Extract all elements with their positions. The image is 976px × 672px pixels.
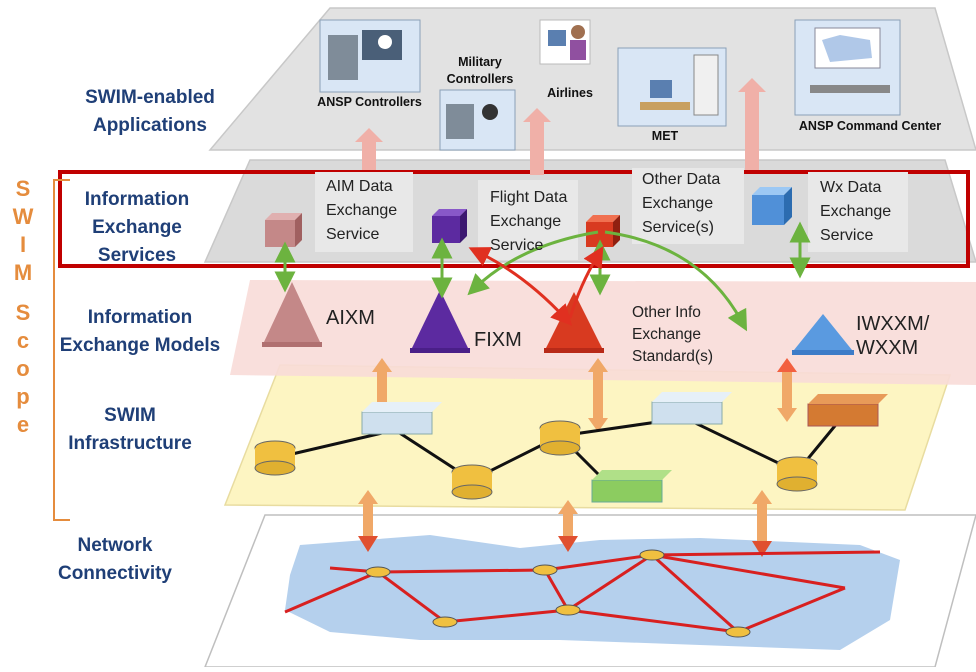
wx-service-label: Wx Data Exchange Service (820, 179, 892, 244)
aixm-triangle-icon (262, 282, 322, 347)
other-standard-label: Other Info Exchange Standard(s) (632, 304, 713, 365)
wx-service-panel (808, 172, 908, 252)
other-standard-triangle-icon (544, 292, 604, 353)
infrastructure-plane (223, 364, 952, 511)
fixm-label: FIXM (474, 329, 522, 351)
aim-service-panel (315, 172, 413, 252)
app-arrow-3 (745, 90, 759, 170)
military-controllers-label: Military Controllers (446, 55, 514, 86)
network-nodes (365, 549, 751, 638)
infrastructure-layer-label: SWIM Infrastructure (68, 405, 192, 454)
app-arrow-1-head (355, 128, 383, 142)
infra-nodes (254, 392, 888, 503)
network-layer-label: Network Connectivity (57, 535, 173, 584)
other-service-label: Other Data Exchange Service(s) (642, 171, 721, 236)
met-icon (617, 47, 727, 127)
flight-cube-icon (432, 209, 467, 243)
aim-cube-icon (265, 213, 302, 247)
wx-cube-icon (752, 187, 792, 225)
swim-scope-label: S W I M S c o p e (12, 176, 34, 437)
models-plane (230, 280, 976, 385)
app-arrow-1 (362, 140, 376, 170)
command-center-label: ANSP Command Center (798, 119, 942, 133)
models-layer-label: Information Exchange Models (59, 307, 221, 356)
network-arrows (358, 490, 772, 557)
services-layer-label: Information Exchange Services (84, 189, 190, 266)
flight-to-std-arrow (468, 247, 573, 326)
other-service-panel (632, 168, 744, 244)
other-cube-icon (586, 215, 620, 247)
applications-layer-label: SWIM-enabled Applications (85, 87, 215, 136)
flight-service-label: Flight Data Exchange Service (490, 189, 568, 254)
flight-service-panel (478, 180, 578, 260)
app-arrow-2 (530, 120, 544, 175)
command-center-icon (794, 19, 901, 116)
app-arrow-3-head (738, 78, 766, 92)
ansp-controllers-icon (319, 19, 421, 93)
airlines-label: Airlines (547, 86, 593, 100)
airlines-icon (539, 19, 591, 65)
military-controllers-icon (439, 89, 516, 151)
other-to-std-arrow (604, 230, 748, 332)
other-to-model-red-arrow (568, 245, 604, 319)
app-arrow-2-head (523, 108, 551, 122)
aim-service-label: AIM Data Exchange Service (326, 178, 398, 243)
fixm-triangle-icon (410, 290, 470, 353)
aixm-label: AIXM (326, 307, 375, 329)
ansp-controllers-label: ANSP Controllers (317, 95, 422, 109)
met-label: MET (651, 129, 679, 143)
scope-bracket (53, 179, 70, 521)
iwxxm-label: IWXXM/ WXXM (856, 313, 930, 359)
iwxxm-triangle-icon (792, 314, 854, 355)
